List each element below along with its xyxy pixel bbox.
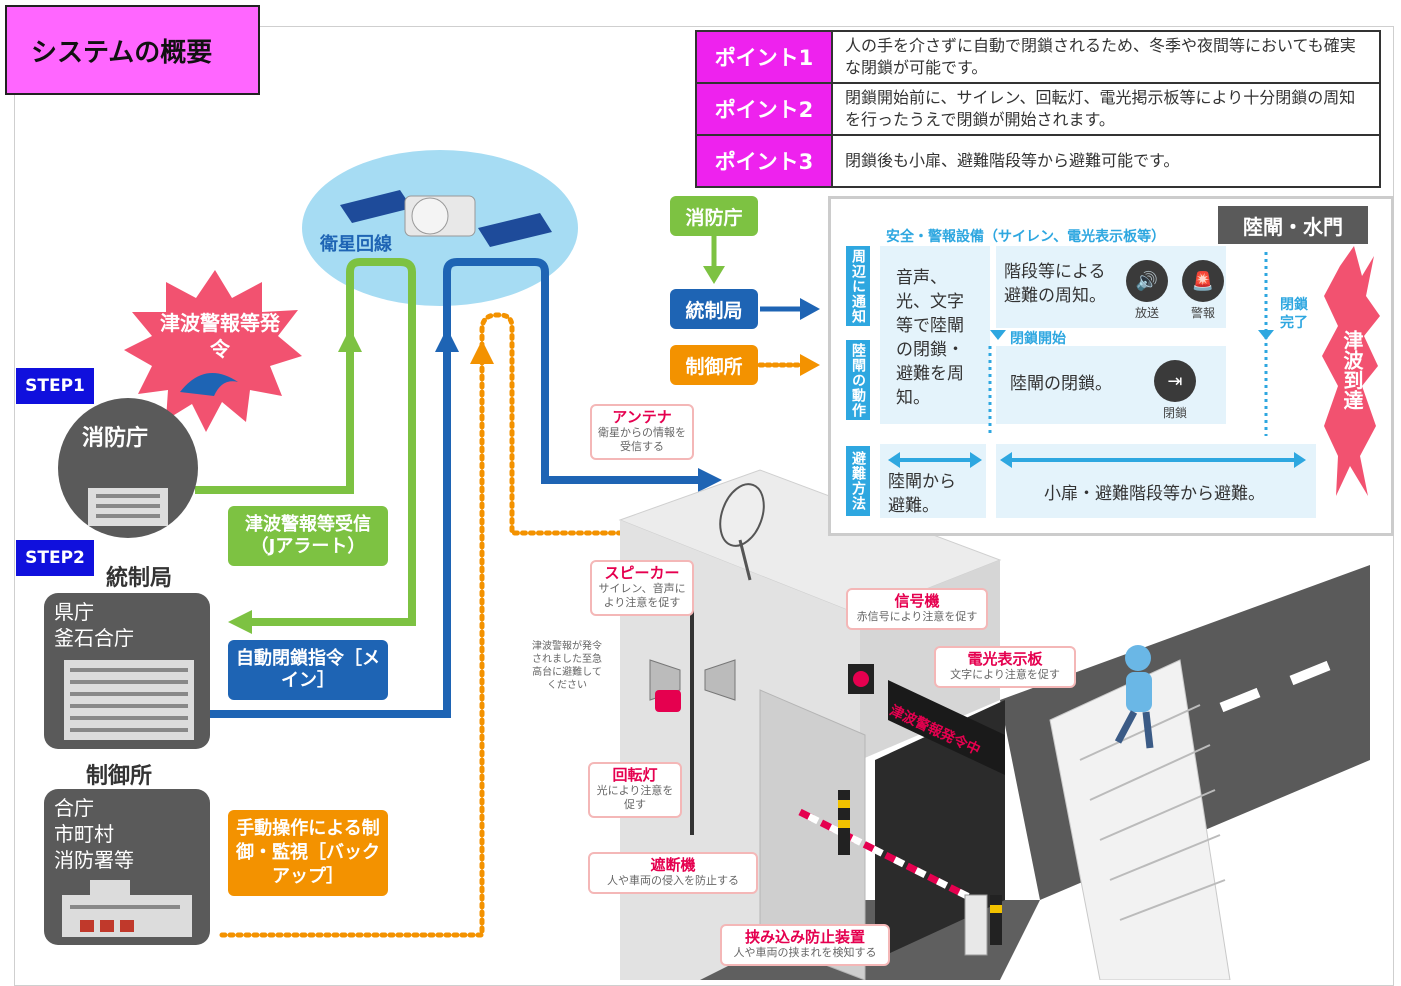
gate-door bbox=[759, 689, 866, 980]
barrier-icon bbox=[798, 790, 1002, 956]
point-text: 人の手を介さずに自動で閉鎖されるため、冬季や夜間等においても確実な閉鎖が可能です… bbox=[845, 36, 1356, 77]
evac-door-text: 小扉・避難階段等から避難。 bbox=[1044, 484, 1265, 504]
callout-title: スピーカー bbox=[604, 564, 680, 582]
sign-board bbox=[888, 680, 1005, 775]
gate-close-text: 陸閘の閉鎖。 bbox=[1010, 374, 1112, 394]
antenna-icon bbox=[719, 483, 765, 581]
fdma-label: 消防庁 bbox=[82, 426, 149, 451]
callout-speaker: スピーカー サイレン、音声により注意を促す bbox=[590, 560, 694, 616]
control-station-box: 合庁 市町村 消防署等 bbox=[44, 789, 210, 945]
callout-signal: 信号機 赤信号により注意を促す bbox=[846, 588, 988, 630]
point-row: ポイント3 閉鎖後も小扉、避難階段等から避難可能です。 bbox=[697, 136, 1379, 186]
point-row: ポイント1 人の手を介さずに自動で閉鎖されるため、冬季や夜間等においても確実な閉… bbox=[697, 32, 1379, 84]
callout-title: 回転灯 bbox=[612, 766, 658, 784]
tsunami-arrival-label: 津波到達 bbox=[1340, 330, 1364, 410]
step1-badge: STEP1 bbox=[16, 368, 94, 404]
safety-equipment-title: 安全・警報設備（サイレン、電光表示板等） bbox=[886, 229, 1166, 245]
person-icon bbox=[1114, 645, 1154, 749]
callout-title: 電光表示板 bbox=[967, 650, 1043, 668]
callout-sub: 人や車両の侵入を防止する bbox=[607, 874, 739, 887]
point-label: ポイント1 bbox=[697, 32, 833, 82]
legend-station: 制御所 bbox=[670, 345, 758, 385]
legend-bureau: 統制局 bbox=[670, 289, 758, 329]
row-label-gate-action: 陸閘の動作 bbox=[846, 340, 870, 420]
control-station-label: 制御所 bbox=[86, 764, 153, 789]
notify-area bbox=[880, 246, 990, 424]
speaker-message: 津波警報が発令されました至急高台に避難してください bbox=[532, 641, 602, 691]
callout-sub: 文字により注意を促す bbox=[950, 668, 1060, 681]
close-icon: ⇥ bbox=[1154, 360, 1196, 402]
auto-close-tag: 自動閉鎖指令［メイン］ bbox=[228, 640, 388, 700]
station-line: 合庁 bbox=[54, 796, 94, 820]
callout-title: アンテナ bbox=[612, 408, 672, 426]
auto-close-line-antenna bbox=[534, 258, 700, 484]
point-row: ポイント2 閉鎖開始前に、サイレン、回転灯、電光掲示板等により十分閉鎖の周知を行… bbox=[697, 84, 1379, 136]
broadcast-caption: 放送 bbox=[1134, 306, 1159, 320]
evac-door-area bbox=[996, 444, 1316, 518]
callout-antenna: アンテナ 衛星からの情報を受信する bbox=[590, 404, 694, 460]
satellite-label: 衛星回線 bbox=[320, 234, 392, 255]
speaker-pole-icon bbox=[649, 600, 736, 835]
callout-sub: サイレン、音声により注意を促す bbox=[598, 582, 686, 609]
close-icon-caption: 閉鎖 bbox=[1162, 406, 1187, 420]
point-text: 閉鎖後も小扉、避難階段等から避難可能です。 bbox=[845, 151, 1180, 170]
jalert-tag: 津波警報等受信（Jアラート） bbox=[228, 506, 388, 566]
point-label: ポイント3 bbox=[697, 136, 833, 186]
legend-fdma: 消防庁 bbox=[670, 196, 758, 236]
callout-sign-board: 電光表示板 文字により注意を促す bbox=[934, 646, 1076, 688]
auto-close-line-up bbox=[210, 258, 535, 718]
jalert-line-down bbox=[250, 258, 416, 626]
row-label-evacuation: 避難方法 bbox=[846, 446, 870, 516]
close-done-label: 閉鎖完了 bbox=[1280, 297, 1308, 331]
control-bureau-box: 県庁 釜石合庁 bbox=[44, 593, 210, 749]
point-label: ポイント2 bbox=[697, 84, 833, 134]
row-label-notify: 周辺に通知 bbox=[846, 246, 870, 326]
alarm-icon: 🚨 bbox=[1182, 260, 1224, 302]
callout-sub: 人や車両の挟まれを検知する bbox=[733, 946, 877, 959]
control-bureau-label: 統制局 bbox=[106, 566, 173, 591]
bureau-line: 県庁 bbox=[54, 600, 94, 624]
jalert-line-up bbox=[195, 258, 400, 494]
evac-gate-text: 陸閘から避難。 bbox=[888, 472, 956, 516]
manual-tag: 手動操作による制御・監視［バックアップ］ bbox=[228, 810, 388, 896]
callout-anti-pinch: 挟み込み防止装置 人や車両の挟まれを検知する bbox=[720, 924, 890, 966]
bureau-line: 釜石合庁 bbox=[54, 626, 134, 650]
broadcast-icon: 🔊 bbox=[1126, 260, 1168, 302]
tsunami-burst-text: 津波警報等発令 bbox=[160, 311, 280, 361]
callout-sub: 衛星からの情報を受信する bbox=[598, 426, 686, 453]
notify-text: 音声、光、文字等で陸閘の閉鎖・避難を周知。 bbox=[896, 268, 964, 408]
callout-title: 信号機 bbox=[894, 592, 940, 610]
tsunami-burst-shape bbox=[124, 270, 302, 432]
step2-badge: STEP2 bbox=[16, 540, 94, 576]
station-line: 市町村 bbox=[54, 822, 114, 846]
page-title: システムの概要 bbox=[5, 5, 260, 95]
station-line: 消防署等 bbox=[54, 848, 134, 872]
alarm-caption: 警報 bbox=[1190, 306, 1215, 320]
point-text: 閉鎖開始前に、サイレン、回転灯、電光掲示板等により十分閉鎖の周知を行ったうえで閉… bbox=[845, 88, 1356, 129]
stairs-notify-text: 階段等による避難の周知。 bbox=[1004, 262, 1106, 306]
callout-barrier: 遮断機 人や車両の侵入を防止する bbox=[588, 852, 758, 894]
close-start-label: 閉鎖開始 bbox=[1010, 331, 1066, 347]
points-table: ポイント1 人の手を介さずに自動で閉鎖されるため、冬季や夜間等においても確実な閉… bbox=[695, 30, 1381, 188]
callout-sub: 光により注意を促す bbox=[596, 784, 674, 811]
backup-line bbox=[219, 312, 683, 938]
callout-title: 挟み込み防止装置 bbox=[744, 928, 865, 946]
gate-title: 陸閘・水門 bbox=[1218, 206, 1368, 244]
satellite-icon bbox=[340, 190, 552, 247]
callout-title: 遮断機 bbox=[650, 856, 696, 874]
callout-rotating-light: 回転灯 光により注意を促す bbox=[588, 762, 682, 818]
callout-sub: 赤信号により注意を促す bbox=[856, 610, 978, 623]
flow-arrows bbox=[888, 246, 1380, 496]
